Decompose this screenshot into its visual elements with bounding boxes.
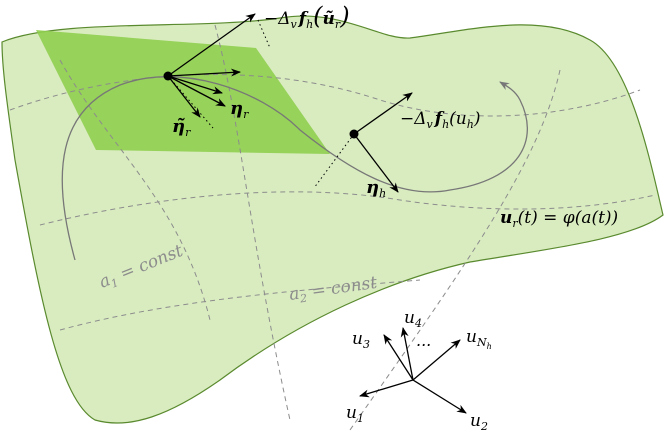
full-point-arrows — [353, 92, 413, 193]
normal-line-reduced-up — [257, 19, 271, 49]
full-point — [349, 129, 359, 139]
label-dots: ... — [416, 331, 431, 350]
label-eta-h: ηh — [366, 177, 386, 200]
label-eta-r: ηr — [230, 98, 249, 121]
tangent-plane — [36, 30, 330, 154]
reduced-point — [163, 71, 173, 81]
label-eta-tilde-r: η̃r — [172, 116, 191, 139]
label-manifold-equation: ur(t) = φ(a(t)) — [500, 208, 618, 230]
label-u4: u4 — [404, 308, 422, 330]
label-uN: uNh — [466, 327, 492, 351]
label-u3: u3 — [352, 329, 370, 351]
label-u2: u2 — [470, 411, 488, 432]
basis-vectors — [359, 327, 467, 414]
label-u1: u1 — [346, 403, 364, 425]
reduced-point-arrows — [167, 13, 256, 118]
trajectory-curve — [61, 76, 528, 261]
coordinate-grid — [9, 24, 656, 431]
